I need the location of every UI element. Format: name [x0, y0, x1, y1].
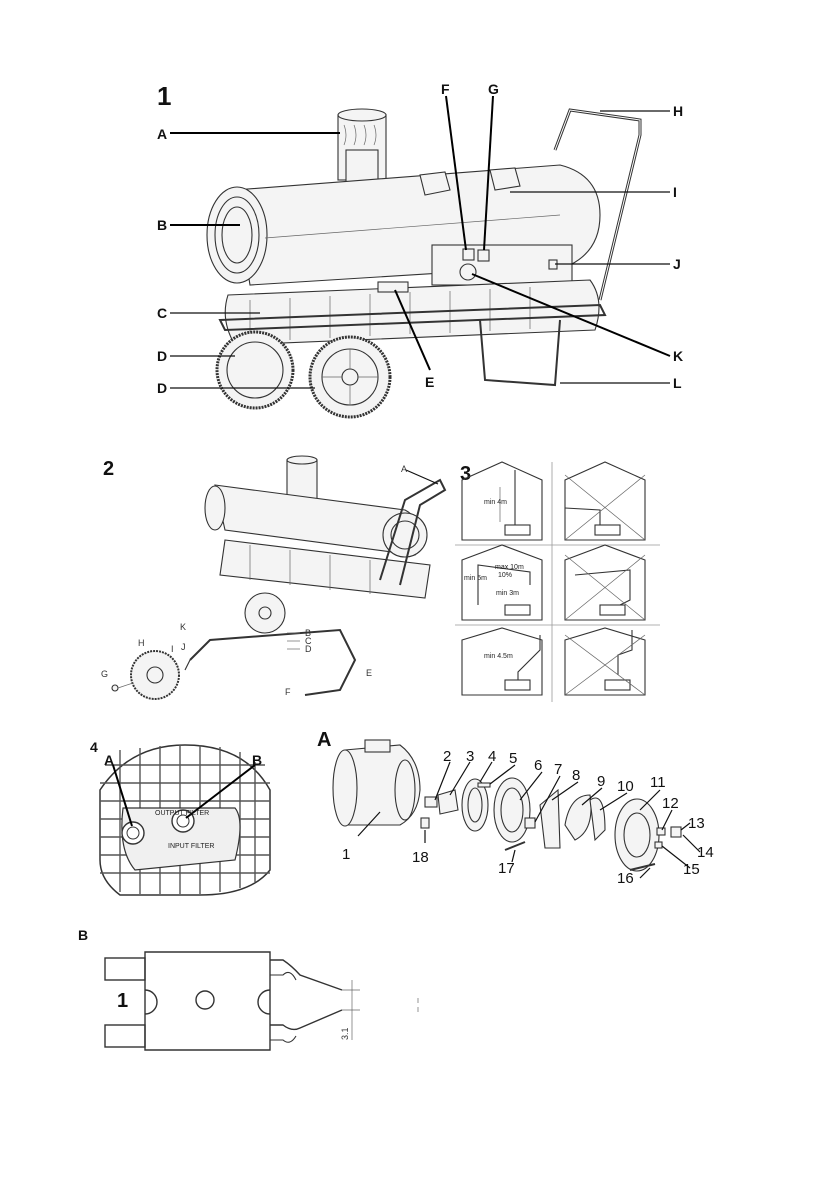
fig2-label-E: E — [366, 668, 372, 678]
figure-2: 2 A B C D E — [101, 456, 445, 699]
figure-1: 1 — [157, 81, 683, 417]
heater-body-assembly-drawing — [205, 456, 445, 598]
fig1-label-C: C — [157, 305, 167, 321]
part-5: 5 — [509, 750, 517, 767]
wheel-front-drawing — [310, 337, 390, 417]
motor-drawing — [333, 740, 420, 836]
fig1-label-L: L — [673, 375, 682, 391]
fig1-label-D2: D — [157, 380, 167, 396]
part-4: 4 — [488, 748, 496, 765]
part-1: 1 — [342, 846, 350, 863]
fig1-label-E: E — [425, 374, 434, 390]
part-12: 12 — [662, 795, 679, 812]
fig1-label-B: B — [157, 217, 167, 233]
fig1-label-H: H — [673, 103, 683, 119]
part-11: 11 — [650, 774, 666, 791]
figure-A: A — [317, 729, 714, 887]
fan-guard-drawing — [100, 745, 270, 895]
gauge-drawing — [105, 952, 418, 1050]
fig2-label-D: D — [305, 644, 312, 654]
figure-1-number: 1 — [157, 81, 171, 111]
fig1-label-G: G — [488, 81, 499, 97]
part-17: 17 — [498, 860, 515, 877]
chimney-drawing — [338, 109, 386, 185]
fig2-label-K: K — [180, 622, 186, 632]
input-filter-plate-text: INPUT FILTER — [168, 843, 214, 850]
measure-10-percent: 10% — [498, 572, 512, 579]
fig1-label-A: A — [157, 126, 167, 142]
fig2-label-I: I — [171, 644, 174, 654]
output-filter-plate-text: OUTPUT FILTER — [155, 810, 209, 817]
wheel-rear-drawing — [217, 332, 293, 408]
measure-min-4m: min 4m — [484, 499, 507, 506]
part-6: 6 — [534, 757, 542, 774]
measure-min-3m: min 3m — [496, 590, 519, 597]
fig1-label-I: I — [673, 184, 677, 200]
figure-A-letter: A — [317, 729, 331, 751]
figure-B: B 1 3.1 — [78, 927, 418, 1050]
figure-4: 4 — [90, 739, 270, 895]
placement-correct-2 — [462, 545, 542, 620]
fig4-label-A: A — [104, 752, 114, 768]
placement-wrong-1 — [565, 462, 645, 540]
fig2-label-A: A — [401, 464, 407, 474]
part-13: 13 — [688, 815, 705, 832]
part-2: 2 — [443, 748, 451, 765]
figure-2-number: 2 — [103, 458, 114, 480]
fig2-label-H: H — [138, 638, 145, 648]
measure-min-4-5m: min 4.5m — [484, 653, 513, 660]
fig4-label-B: B — [252, 752, 262, 768]
placement-wrong-3 — [565, 628, 645, 695]
fig1-label-J: J — [673, 256, 681, 272]
fig1-label-F: F — [441, 81, 450, 97]
part-14: 14 — [697, 844, 714, 861]
part-8: 8 — [572, 767, 580, 784]
figure-B-part-number: 1 — [117, 990, 128, 1012]
heater-body-drawing — [207, 165, 600, 285]
placement-grid — [455, 462, 660, 702]
part-9: 9 — [597, 773, 605, 790]
measure-min-5m: min 5m — [464, 575, 487, 582]
figure-B-letter: B — [78, 927, 88, 943]
placement-correct-3 — [462, 628, 542, 695]
fig1-label-K: K — [673, 348, 683, 364]
measure-max-10m: max 10m — [495, 564, 524, 571]
fig2-label-G: G — [101, 669, 108, 679]
fig2-label-J: J — [181, 642, 186, 652]
part-7: 7 — [554, 761, 562, 778]
part-16: 16 — [617, 870, 634, 887]
part-10: 10 — [617, 778, 634, 795]
part-15: 15 — [683, 861, 700, 878]
part-3: 3 — [466, 748, 474, 765]
figure-3: 3 min 4m max 10m 10% — [455, 462, 660, 702]
figure-4-number: 4 — [90, 739, 98, 755]
fig2-label-F: F — [285, 687, 291, 697]
gap-dimension: 3.1 — [340, 1027, 350, 1040]
wheel-frame-assembly-drawing — [112, 593, 355, 699]
part-18: 18 — [412, 849, 429, 866]
placement-wrong-2 — [565, 545, 645, 620]
fig1-label-D1: D — [157, 348, 167, 364]
